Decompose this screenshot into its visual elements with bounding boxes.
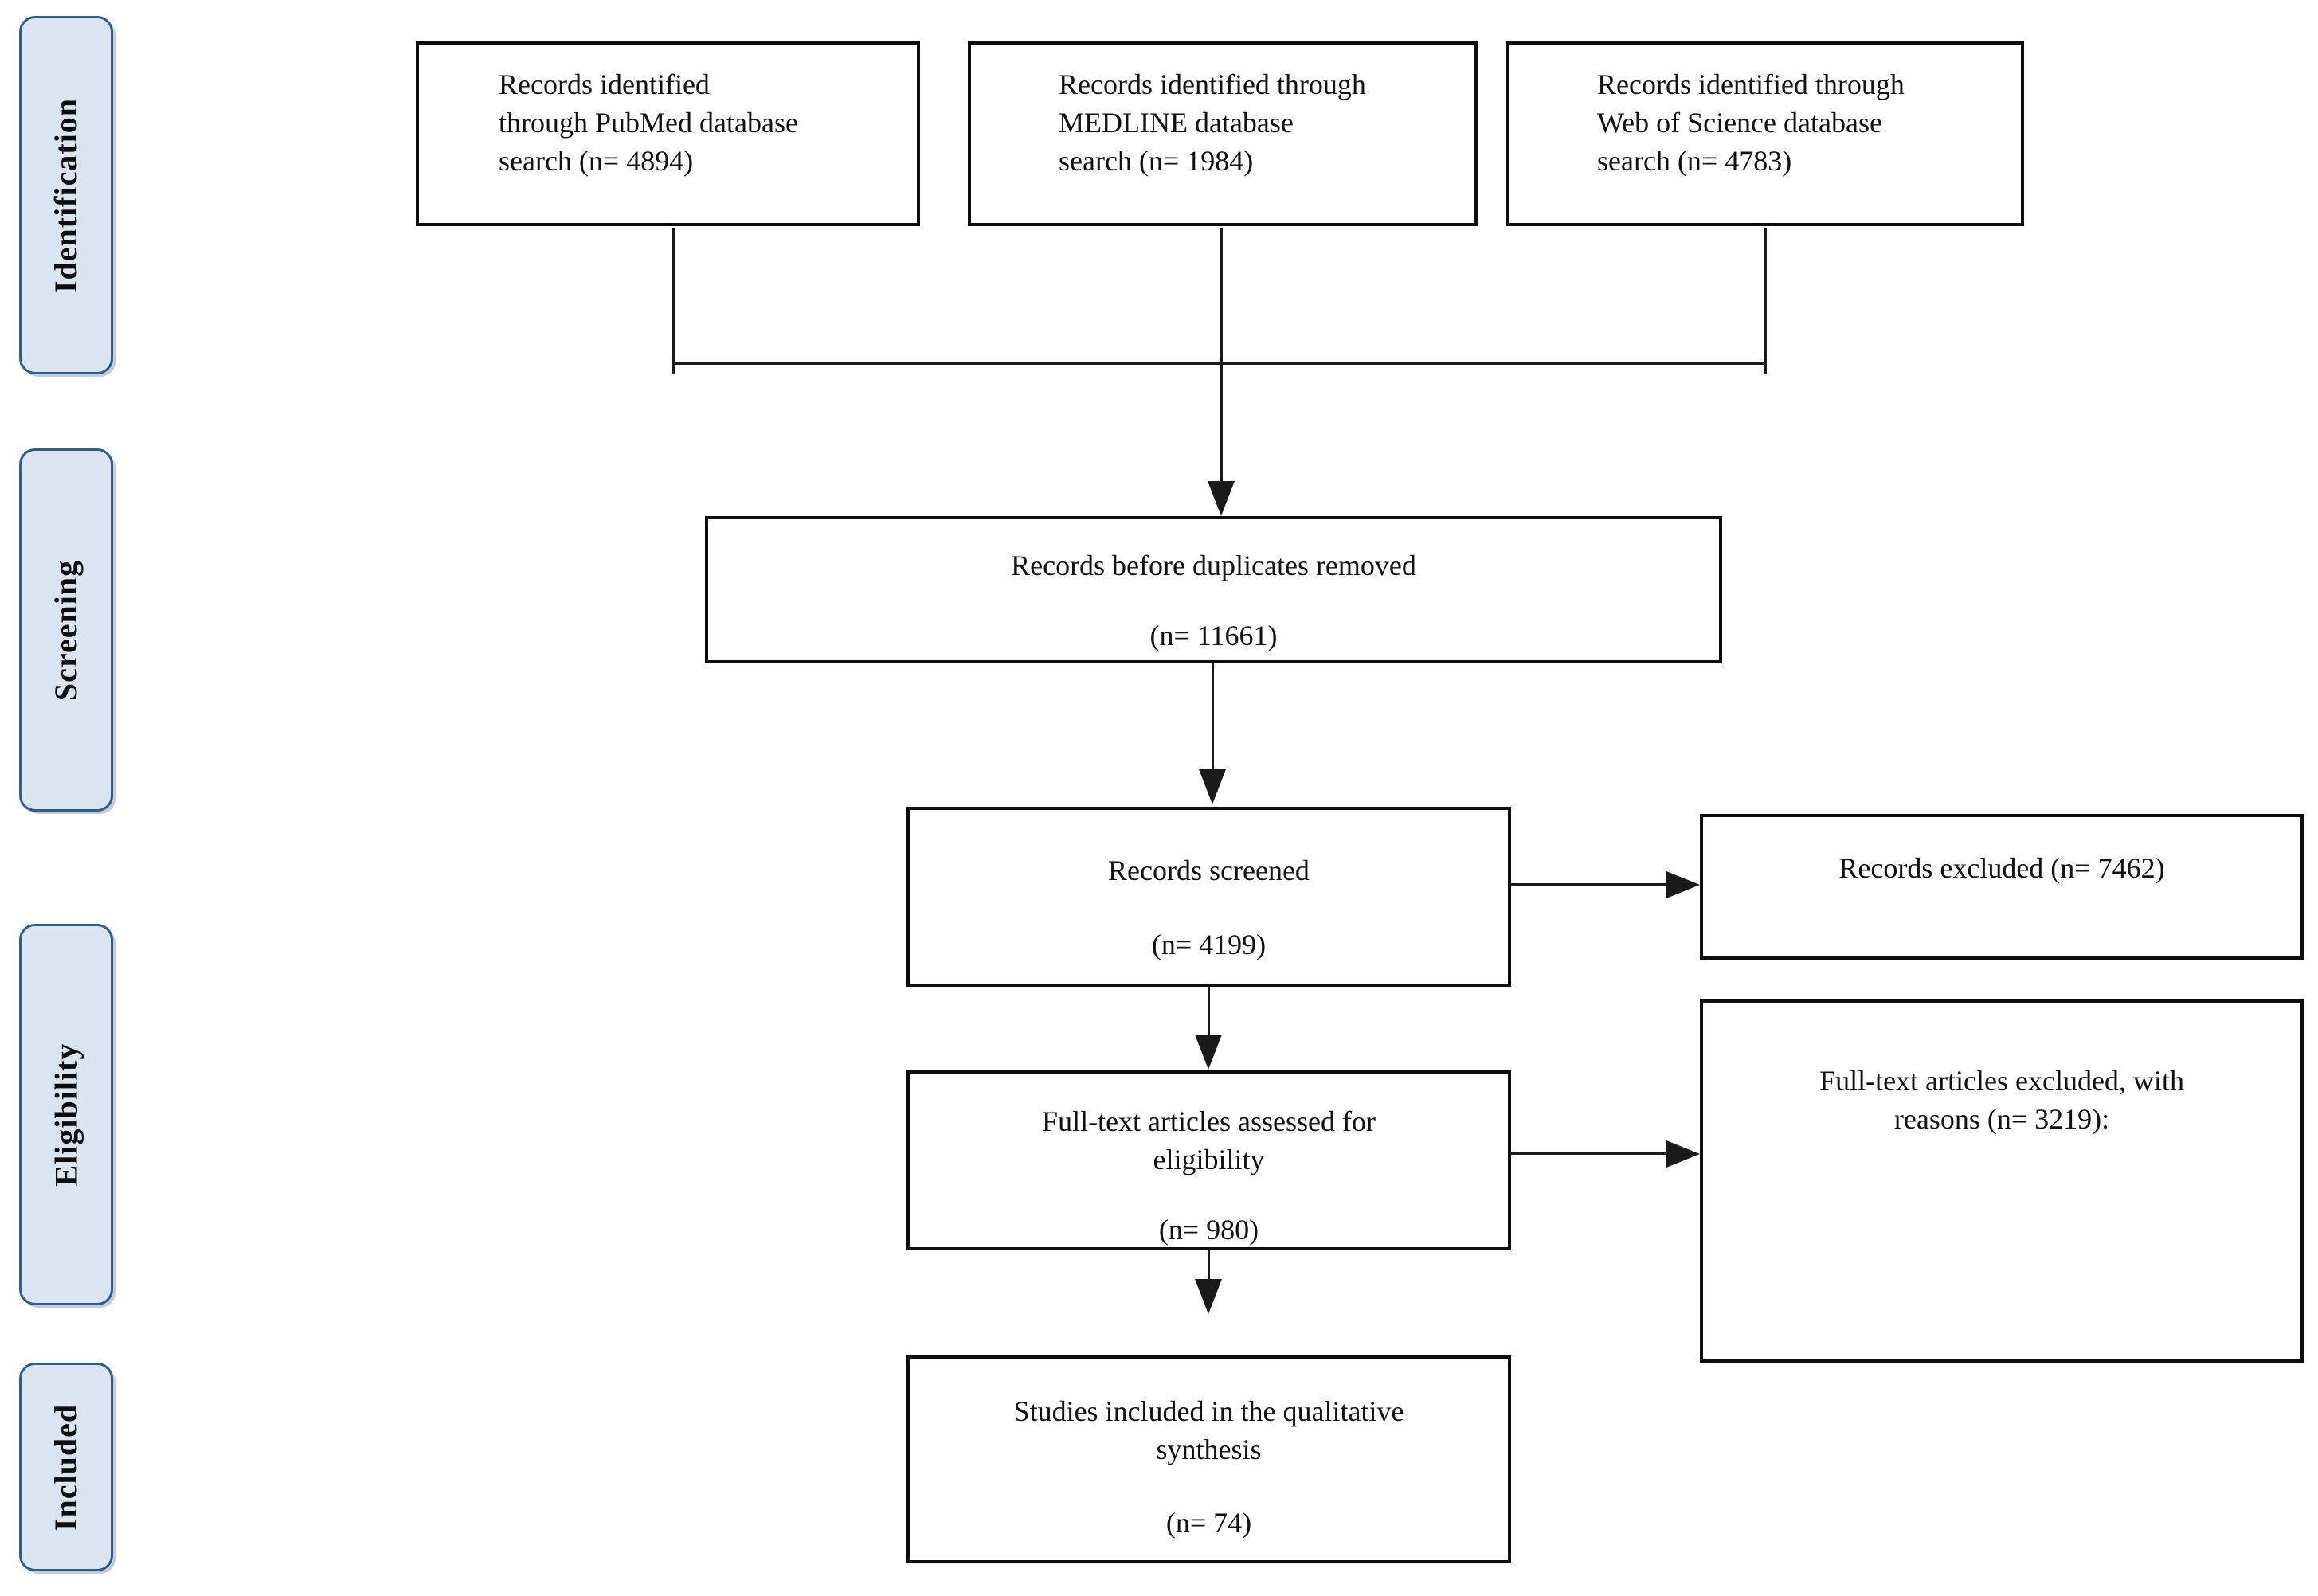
- arrowhead-into-fulltext: [1195, 1035, 1222, 1070]
- arrowhead-into-before-duplicates: [1208, 481, 1235, 516]
- box-studies-included-line1: Studies included in the qualitative: [1013, 1395, 1404, 1427]
- arrowhead-into-fulltext-excluded: [1666, 1140, 1700, 1168]
- box-records-wos-line2: Web of Science database: [1597, 107, 1882, 139]
- stage-pill-eligibility: Eligibility: [19, 924, 113, 1305]
- box-records-medline-line2: MEDLINE database: [1059, 107, 1294, 139]
- stage-pill-included: Included: [19, 1363, 113, 1571]
- connector-duplicates-to-screened: [1212, 663, 1214, 769]
- box-before-duplicates: Records before duplicates removed (n= 11…: [705, 516, 1722, 663]
- stage-pill-screening: Screening: [19, 448, 113, 812]
- box-records-wos-count: search (n= 4783): [1597, 145, 1792, 177]
- box-fulltext-assessed: Full-text articles assessed for eligibil…: [906, 1070, 1511, 1250]
- box-fulltext-excluded-line2: reasons (n= 3219):: [1893, 1103, 2110, 1135]
- box-records-web-of-science: Records identified through Web of Scienc…: [1506, 41, 2024, 226]
- connector-fulltext-to-excluded: [1511, 1152, 1666, 1155]
- box-records-medline: Records identified through MEDLINE datab…: [968, 41, 1478, 226]
- box-records-pubmed: Records identified through PubMed databa…: [416, 41, 920, 226]
- box-studies-included: Studies included in the qualitative synt…: [906, 1355, 1511, 1563]
- box-fulltext-excluded: Full-text articles excluded, with reason…: [1700, 999, 2304, 1363]
- arrowhead-toward-studies-included: [1195, 1279, 1222, 1314]
- box-records-medline-count: search (n= 1984): [1059, 145, 1254, 177]
- box-before-duplicates-title: Records before duplicates removed: [1011, 550, 1416, 581]
- box-studies-included-count: (n= 74): [1165, 1507, 1252, 1539]
- connector-collector-horizontal: [672, 362, 1767, 365]
- stage-label-eligibility: Eligibility: [48, 1042, 84, 1187]
- box-fulltext-assessed-line1: Full-text articles assessed for: [1042, 1105, 1376, 1137]
- box-records-excluded: Records excluded (n= 7462): [1700, 814, 2304, 960]
- box-records-pubmed-line1: Records identified: [499, 68, 710, 100]
- connector-screened-to-excluded: [1511, 883, 1666, 886]
- box-records-wos-line1: Records identified through: [1597, 68, 1905, 100]
- box-records-screened: Records screened (n= 4199): [906, 807, 1511, 987]
- stage-pill-identification: Identification: [19, 16, 113, 374]
- connector-pubmed-down: [672, 228, 675, 374]
- stage-label-included: Included: [48, 1403, 84, 1531]
- box-records-excluded-title: Records excluded (n= 7462): [1838, 852, 2165, 884]
- box-studies-included-line2: synthesis: [1156, 1434, 1262, 1465]
- box-records-medline-line1: Records identified through: [1059, 68, 1366, 100]
- box-records-pubmed-count: search (n= 4894): [499, 145, 694, 177]
- box-before-duplicates-count: (n= 11661): [1149, 620, 1278, 651]
- box-fulltext-assessed-count: (n= 980): [1158, 1214, 1259, 1246]
- arrowhead-into-screened: [1199, 769, 1226, 804]
- box-fulltext-assessed-line2: eligibility: [1153, 1144, 1265, 1175]
- connector-fulltext-to-studies: [1208, 1250, 1210, 1279]
- arrowhead-into-records-excluded: [1666, 871, 1700, 898]
- connector-wos-down: [1764, 228, 1767, 374]
- connector-screened-to-fulltext: [1208, 987, 1210, 1035]
- box-records-screened-title: Records screened: [1108, 855, 1310, 886]
- box-fulltext-excluded-line1: Full-text articles excluded, with: [1819, 1065, 2184, 1097]
- stage-label-screening: Screening: [48, 559, 84, 701]
- stage-label-identification: Identification: [48, 97, 84, 293]
- box-records-pubmed-line2: through PubMed database: [499, 107, 798, 139]
- connector-medline-down: [1220, 228, 1223, 481]
- box-records-screened-count: (n= 4199): [1151, 929, 1267, 960]
